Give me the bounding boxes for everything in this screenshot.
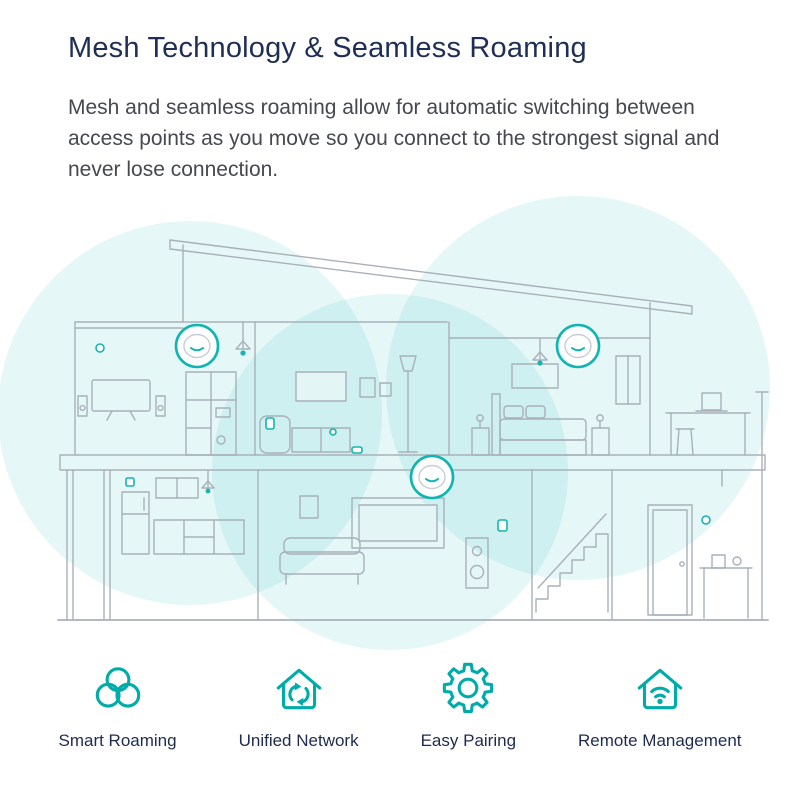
access-point-middle xyxy=(409,454,455,500)
unified-network-icon xyxy=(270,660,328,718)
access-point-right xyxy=(555,323,601,369)
access-point-left xyxy=(174,323,220,369)
feature-unified-network: Unified Network xyxy=(239,660,359,751)
coverage-zones xyxy=(0,196,770,650)
easy-pairing-icon xyxy=(439,660,497,718)
house-line-art xyxy=(57,239,769,621)
remote-management-icon xyxy=(631,660,689,718)
coverage-zone-right xyxy=(386,196,770,580)
feature-label: Smart Roaming xyxy=(58,731,177,750)
feature-easy-pairing: Easy Pairing xyxy=(421,660,516,751)
feature-label: Remote Management xyxy=(578,731,742,750)
feature-smart-roaming: Smart Roaming xyxy=(58,660,177,751)
feature-row: Smart Roaming Unified Network xyxy=(0,660,800,751)
page-description: Mesh and seamless roaming allow for auto… xyxy=(68,96,720,181)
feature-remote-management: Remote Management xyxy=(578,660,742,751)
coverage-zone-left xyxy=(0,221,382,605)
feature-label: Unified Network xyxy=(238,731,359,750)
smart-device-accents xyxy=(95,343,711,532)
feature-label: Easy Pairing xyxy=(420,731,517,750)
page-title: Mesh Technology & Seamless Roaming xyxy=(68,32,587,64)
smart-roaming-icon xyxy=(89,660,147,718)
house-mesh-illustration xyxy=(0,185,800,665)
